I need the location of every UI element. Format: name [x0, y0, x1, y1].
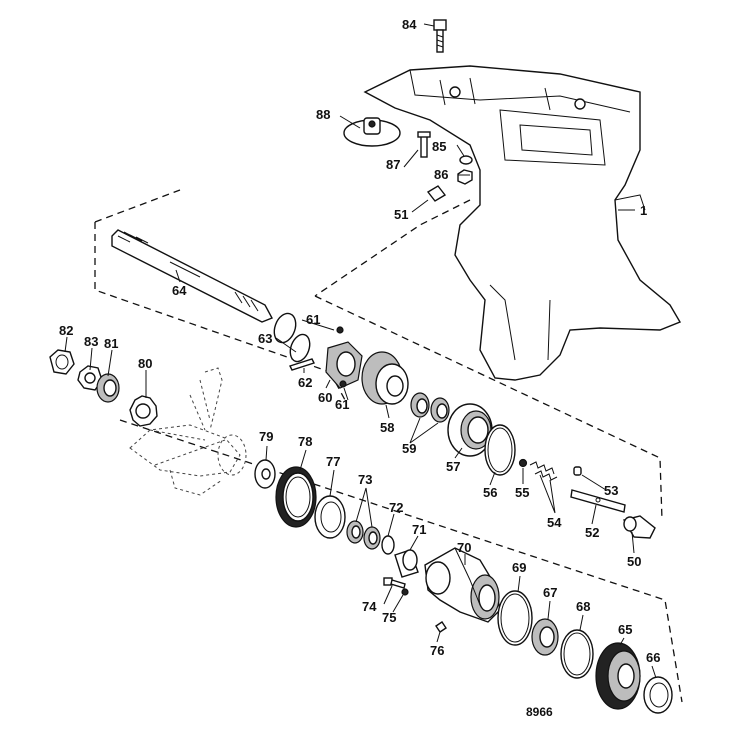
callout-77: 77 — [326, 454, 340, 469]
o-ring-56 — [484, 424, 516, 476]
shift-cam-50 — [622, 515, 656, 539]
callout-76: 76 — [430, 643, 444, 658]
spacer-81 — [96, 373, 120, 403]
seals-73 — [346, 520, 381, 550]
callout-51: 51 — [394, 207, 408, 222]
ring-72 — [381, 535, 395, 555]
bolt-74 — [383, 577, 406, 589]
callout-64: 64 — [172, 283, 187, 298]
callout-82: 82 — [59, 323, 73, 338]
callout-57: 57 — [446, 459, 460, 474]
callout-72: 72 — [389, 500, 403, 515]
bearing-carrier-nut-78 — [275, 466, 317, 528]
callout-73: 73 — [358, 472, 372, 487]
callout-60: 60 — [318, 390, 332, 405]
callout-70: 70 — [457, 540, 471, 555]
callout-68: 68 — [576, 599, 590, 614]
bearing-carrier-70 — [424, 547, 501, 623]
detent-ball-61b — [339, 380, 347, 388]
callout-62: 62 — [298, 375, 312, 390]
bolt-84 — [433, 19, 447, 53]
forward-gear-58 — [361, 351, 409, 405]
bearing-67 — [531, 618, 559, 656]
callout-55: 55 — [515, 485, 529, 500]
callout-83: 83 — [84, 334, 98, 349]
cam-follower-52 — [570, 489, 626, 513]
cross-pin-62 — [289, 358, 315, 371]
callout-78: 78 — [298, 434, 312, 449]
callout-81: 81 — [104, 336, 118, 351]
callout-63: 63 — [258, 331, 272, 346]
callout-85: 85 — [432, 139, 446, 154]
ring-68 — [560, 629, 594, 679]
callout-52: 52 — [585, 525, 599, 540]
detent-ball-61a — [336, 326, 344, 334]
drawing-number: 8966 — [526, 705, 553, 719]
pin-53 — [573, 466, 582, 476]
callout-56: 56 — [483, 485, 497, 500]
callout-80: 80 — [138, 356, 152, 371]
roller-bearing-59b — [430, 397, 450, 423]
anode-88 — [343, 117, 401, 147]
roller-bearing-59a — [410, 392, 430, 418]
bearing-cup-57 — [447, 403, 493, 457]
propeller-outline — [129, 367, 247, 496]
washer-79 — [254, 459, 276, 489]
callout-69: 69 — [512, 560, 526, 575]
tab-washer-77 — [314, 495, 346, 539]
callout-54: 54 — [547, 515, 562, 530]
callout-75: 75 — [382, 610, 396, 625]
reverse-gear-65 — [595, 642, 641, 710]
callout-86: 86 — [434, 167, 448, 182]
callout-50: 50 — [627, 554, 641, 569]
needle-bearing-71 — [394, 549, 419, 578]
callout-59: 59 — [402, 441, 416, 456]
callout-65: 65 — [618, 622, 632, 637]
o-ring-69 — [497, 590, 533, 646]
retaining-rings-63 — [273, 312, 311, 363]
callout-79: 79 — [259, 429, 273, 444]
clip-51 — [426, 185, 447, 202]
clutch-60 — [325, 341, 363, 389]
screw-87 — [417, 131, 431, 158]
callout-66: 66 — [646, 650, 660, 665]
callout-67: 67 — [543, 585, 557, 600]
callout-84: 84 — [402, 17, 417, 32]
springs-54 — [529, 461, 558, 481]
prop-nut-82 — [49, 349, 75, 375]
leader-lines — [64, 23, 657, 679]
key-76 — [435, 621, 447, 633]
nut-85 — [459, 155, 473, 165]
callout-71: 71 — [412, 522, 426, 537]
callout-61a: 61 — [306, 312, 320, 327]
nut-86 — [457, 169, 473, 185]
callout-1: 1 — [640, 203, 647, 218]
callout-88: 88 — [316, 107, 330, 122]
thrust-washer-80 — [129, 395, 158, 427]
washer-75 — [401, 588, 409, 596]
callout-74: 74 — [362, 599, 377, 614]
gear-housing — [363, 65, 682, 381]
propeller-shaft-64 — [111, 229, 273, 323]
thrust-washer-66 — [643, 676, 673, 714]
ball-55 — [518, 458, 528, 468]
callout-53: 53 — [604, 483, 618, 498]
callout-61b: 61 — [335, 397, 349, 412]
callout-58: 58 — [380, 420, 394, 435]
callout-labels: 84 88 85 87 86 51 1 64 61 63 62 60 61 58… — [59, 17, 660, 719]
callout-87: 87 — [386, 157, 400, 172]
